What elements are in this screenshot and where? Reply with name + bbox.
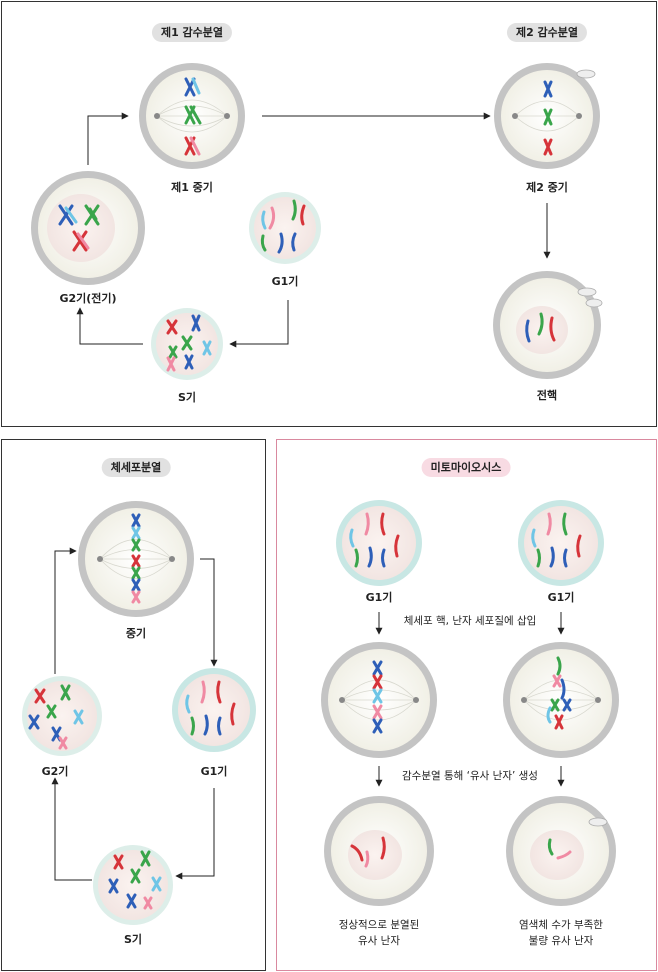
mito-result-cell-right <box>506 796 616 906</box>
mito-g1-cell-right <box>518 500 604 586</box>
mitomeiosis-title: 미토마이오시스 <box>421 458 511 477</box>
g1-cell-top <box>249 192 321 264</box>
result-left-line1: 정상적으로 분열된 <box>338 919 420 931</box>
mitosis-metaphase-cell <box>78 501 194 617</box>
pronucleus-cell <box>493 271 603 379</box>
meiosis1-title: 제1 감수분열 <box>151 23 233 42</box>
mitosis-g2-cell <box>22 676 102 756</box>
metaphase1-label: 제1 중기 <box>171 181 213 194</box>
mitosis-g1-label: G1기 <box>200 765 228 778</box>
mito-metaphase-cell-left <box>321 642 437 758</box>
metaphase1-cell <box>139 63 245 169</box>
mitosis-title: 체세포분열 <box>101 458 171 477</box>
mitosis-g1-cell <box>172 668 256 752</box>
mito-result-cell-left <box>324 796 434 906</box>
step1-note: 체세포 핵, 난자 세포질에 삽입 <box>403 615 537 627</box>
g1-label-top: G1기 <box>271 275 299 288</box>
mitosis-s-cell <box>93 845 173 925</box>
meiosis2-title: 제2 감수분열 <box>506 23 588 42</box>
pronucleus-label: 전핵 <box>536 389 558 402</box>
g2-prophase-label: G2기(전기) <box>59 292 117 305</box>
mito-g1-label-right: G1기 <box>547 591 575 604</box>
g2-prophase-cell <box>31 171 145 285</box>
step2-note: 감수분열 통해 ‘유사 난자’ 생성 <box>402 770 538 782</box>
mitosis-s-label: S기 <box>123 933 143 946</box>
mitosis-g2-label: G2기 <box>41 765 69 778</box>
mitosis-metaphase-label: 중기 <box>125 627 147 640</box>
mito-g1-label-left: G1기 <box>365 591 393 604</box>
result-right-line1: 염색체 수가 부족한 <box>519 919 603 931</box>
result-left-line2: 유사 난자 <box>358 935 400 947</box>
mito-g1-cell-left <box>336 500 422 586</box>
mito-metaphase-cell-right <box>503 642 619 758</box>
s-label-top: S기 <box>177 391 197 404</box>
s-cell-top <box>151 308 223 380</box>
result-right-line2: 불량 유사 난자 <box>528 935 594 947</box>
metaphase2-label: 제2 중기 <box>526 181 568 194</box>
metaphase2-cell <box>494 63 600 169</box>
